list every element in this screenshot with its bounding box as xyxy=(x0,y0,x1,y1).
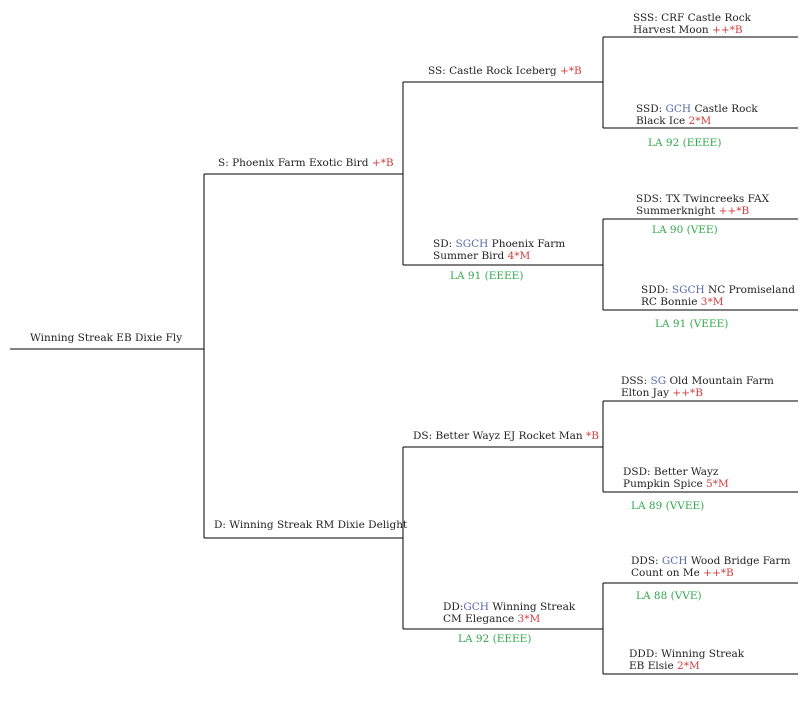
root-name: Winning Streak EB Dixie Fly xyxy=(30,332,183,344)
s-mark: +*B xyxy=(371,157,394,169)
ddd-label: DDD: Winning Streak EB Elsie 2*M xyxy=(629,648,745,672)
sdd-title: SGCH xyxy=(671,284,705,296)
sdd-la-score: LA 91 (VEEE) xyxy=(655,318,729,330)
dds-la-score: LA 88 (VVE) xyxy=(636,590,702,602)
ddd-mark: 2*M xyxy=(677,660,700,672)
dss-label: DSS: SG Old Mountain Farm Elton Jay ++*B xyxy=(621,375,774,399)
ss-mark: +*B xyxy=(559,65,582,77)
dd-title: GCH xyxy=(463,601,489,613)
ssd-title: GCH xyxy=(665,103,692,115)
dds-title: GCH xyxy=(661,555,688,567)
sd-title: SGCH xyxy=(455,238,489,250)
sss-label: SSS: CRF Castle Rock Harvest Moon ++*B xyxy=(633,12,751,36)
d-label: D: Winning Streak RM Dixie Delight xyxy=(214,519,408,531)
dd-label: DD:GCH Winning Streak CM Elegance 3*M xyxy=(443,601,576,625)
dss-mark: ++*B xyxy=(672,387,703,399)
dsd-label: DSD: Better Wayz Pumpkin Spice 5*M xyxy=(623,466,729,490)
sds-mark: ++*B xyxy=(718,205,750,217)
sd-label: SD: SGCH Phoenix Farm Summer Bird 4*M xyxy=(433,238,566,262)
dd-la-score: LA 92 (EEEE) xyxy=(458,633,532,645)
sds-label: SDS: TX Twincreeks FAX Summerknight ++*B xyxy=(636,193,770,217)
sss-mark: ++*B xyxy=(712,24,743,36)
sds-la-score: LA 90 (VEE) xyxy=(652,224,718,236)
s-label: S: Phoenix Farm Exotic Bird +*B xyxy=(218,157,394,169)
ssd-label: SSD: GCH Castle Rock Black Ice 2*M xyxy=(636,103,758,127)
dds-label: DDS: GCH Wood Bridge Farm Count on Me ++… xyxy=(631,555,791,579)
ds-label: DS: Better Wayz EJ Rocket Man *B xyxy=(413,430,599,442)
dd-mark: 3*M xyxy=(517,613,541,625)
ds-mark: *B xyxy=(585,430,599,442)
ssd-mark: 2*M xyxy=(688,115,712,127)
sd-la-score: LA 91 (EEEE) xyxy=(450,270,524,282)
sdd-label: SDD: SGCH NC Promiseland RC Bonnie 3*M xyxy=(641,284,796,308)
dsd-mark: 5*M xyxy=(706,478,729,490)
dss-title: SG xyxy=(650,375,667,387)
sd-mark: 4*M xyxy=(507,250,531,262)
dsd-la-score: LA 89 (VVEE) xyxy=(631,500,705,512)
dds-mark: ++*B xyxy=(703,567,734,579)
sdd-mark: 3*M xyxy=(700,296,724,308)
ssd-la-score: LA 92 (EEEE) xyxy=(648,137,722,149)
ss-label: SS: Castle Rock Iceberg +*B xyxy=(428,65,582,77)
